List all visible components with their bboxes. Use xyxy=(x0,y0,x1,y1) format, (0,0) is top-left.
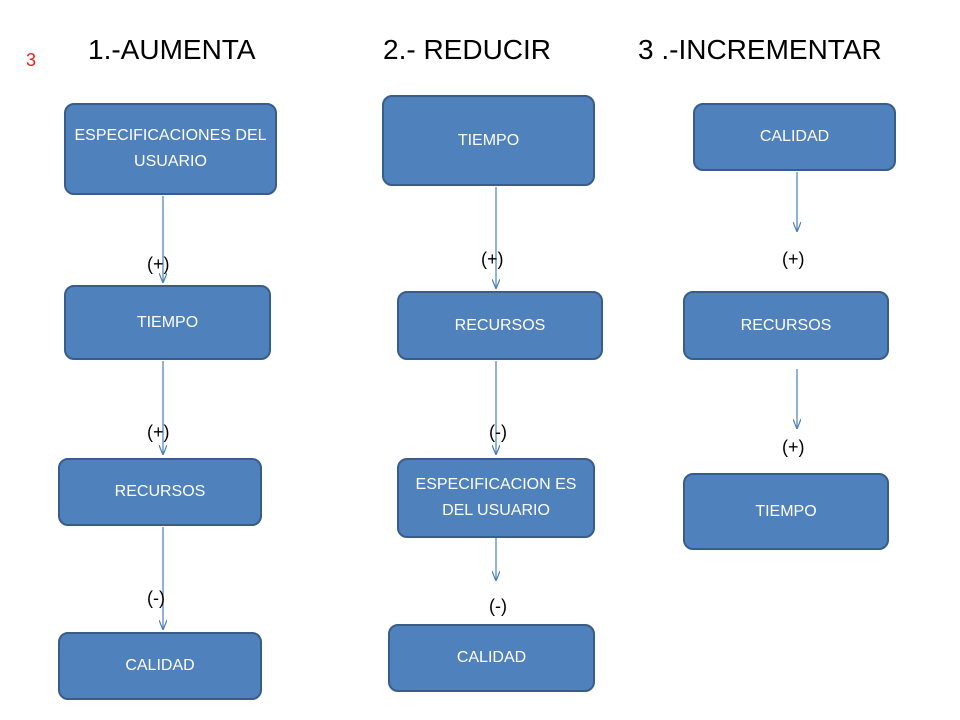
sign-minus: (-) xyxy=(489,422,507,442)
box-calidad: CALIDAD xyxy=(388,624,595,692)
heading-reducir: 2.- REDUCIR xyxy=(383,34,552,65)
heading-aumenta: 1.-AUMENTA xyxy=(88,34,256,65)
page-number: 3 xyxy=(26,50,37,70)
box-tiempo: TIEMPO xyxy=(382,95,595,186)
sign-minus: (-) xyxy=(147,588,165,608)
box-recursos: RECURSOS xyxy=(58,458,262,526)
sign-plus: (+) xyxy=(147,422,170,442)
sign-plus: (+) xyxy=(782,437,805,457)
sign-plus: (+) xyxy=(782,249,805,269)
box-tiempo: TIEMPO xyxy=(683,473,889,550)
box-recursos: RECURSOS xyxy=(683,291,889,360)
box-recursos: RECURSOS xyxy=(397,291,603,360)
box-especificaciones-del-usuario: ESPECIFICACION ES DEL USUARIO xyxy=(397,458,595,538)
sign-minus: (-) xyxy=(489,596,507,616)
sign-plus: (+) xyxy=(147,254,170,274)
sign-plus: (+) xyxy=(481,249,504,269)
box-especificaciones-del-usuario: ESPECIFICACIONES DEL USUARIO xyxy=(64,103,277,195)
box-tiempo: TIEMPO xyxy=(64,285,271,360)
heading-incrementar: 3 .-INCREMENTAR xyxy=(638,34,882,65)
box-calidad: CALIDAD xyxy=(58,632,262,700)
box-calidad: CALIDAD xyxy=(693,103,896,171)
